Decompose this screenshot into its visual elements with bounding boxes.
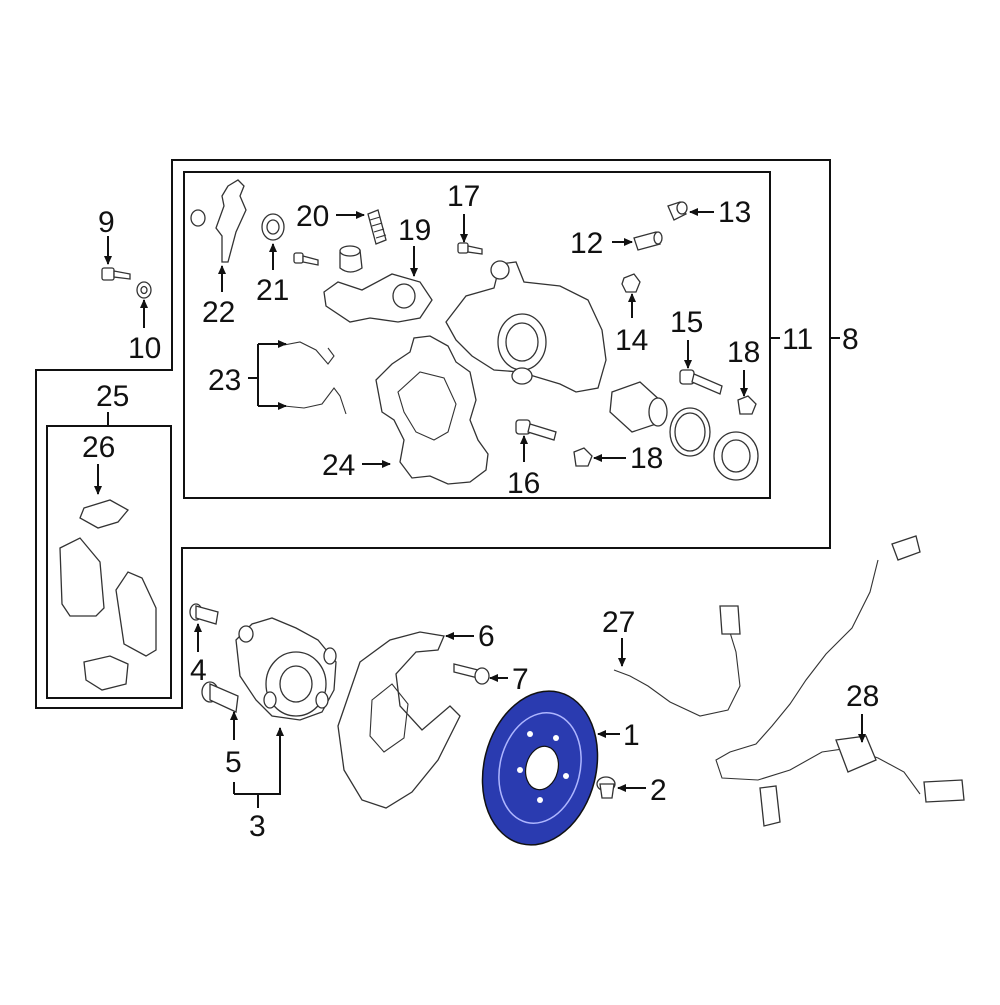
callout-1: 1 [623,719,640,752]
brake-pad-left-part [59,537,105,617]
caliper-assembly-outer-box [35,159,831,709]
callout-24: 24 [322,449,355,482]
boot-cap-upper-part [737,395,757,415]
dust-cap-part [667,201,688,221]
shield-cutout [369,683,409,753]
abs-sensor-wire-part [715,559,921,795]
wheel-stud-part [189,603,219,625]
callout-14: 14 [615,324,648,357]
carrier-window [397,371,457,441]
callout-3: 3 [249,810,266,843]
caliper-carrier-part [375,335,489,485]
callout-17: 17 [447,180,480,213]
bleeder-bolt-part [457,242,483,255]
wire-clip [759,785,781,827]
sensor-head [835,735,877,773]
callout-4: 4 [190,654,207,687]
small-bolt-part [293,252,319,266]
callout-6: 6 [478,620,495,653]
hub-bolt-part [201,681,239,713]
dust-boot-part [713,431,759,481]
plate-hole [392,283,416,309]
piston-part [609,381,668,433]
brake-pad-right-part [115,571,157,657]
callout-23: 23 [208,364,241,397]
callout-26: 26 [82,431,115,464]
pad-clip-upper-part [79,499,130,529]
guide-bolt-lower-part [515,419,557,441]
callout-11: 11 [782,323,813,356]
piston-seal-part [669,407,711,457]
callout-18-lower: 18 [630,442,663,475]
caliper-assembly-inner-box [183,171,771,499]
callout-2: 2 [650,774,667,807]
cap-part [621,273,641,293]
rotor-screw-part [596,776,616,799]
bolt-part [101,267,131,281]
leader-lines [94,208,866,808]
callout-5: 5 [225,746,242,779]
connector-end [923,779,965,803]
boot-part [339,245,363,273]
callout-19: 19 [398,214,431,247]
callout-28: 28 [846,680,879,713]
callout-27: 27 [602,606,635,639]
callout-15: 15 [670,306,703,339]
callout-8: 8 [842,323,859,356]
callout-22: 22 [202,296,235,329]
pad-clip-lower-part [83,655,129,691]
callout-10: 10 [128,332,161,365]
guide-pin-part [633,231,663,251]
callout-25: 25 [96,380,129,413]
callout-20: 20 [296,200,329,233]
caliper-bracket-plate-part [323,273,433,323]
spring-part [367,209,387,245]
boot-cap-lower-part [573,447,593,467]
callout-21: 21 [256,274,289,307]
caliper-body-part [445,260,607,393]
seal-part [261,213,285,241]
dust-shield-part [337,631,461,809]
wire-spring-upper-part [283,341,335,365]
callout-9: 9 [98,206,115,239]
callout-16: 16 [507,467,540,500]
hose-bracket [719,605,741,635]
callout-numbers: 1 2 3 4 5 6 7 8 9 10 11 12 13 14 15 16 1… [82,180,879,843]
small-bushing-part [190,209,206,227]
washer-part [136,281,152,299]
connector-top [891,535,921,561]
wire-spring-lower-part [283,387,347,415]
brake-hose-part [613,625,741,717]
bracket-part [215,179,247,263]
guide-bolt-upper-part [679,369,723,395]
callout-12: 12 [570,227,603,260]
shield-bolt-part [453,663,490,685]
callout-7: 7 [512,663,529,696]
hub-assembly-part [235,617,337,721]
callout-13: 13 [718,196,751,229]
brake-rotor-part [481,690,599,846]
callout-18-upper: 18 [727,336,760,369]
